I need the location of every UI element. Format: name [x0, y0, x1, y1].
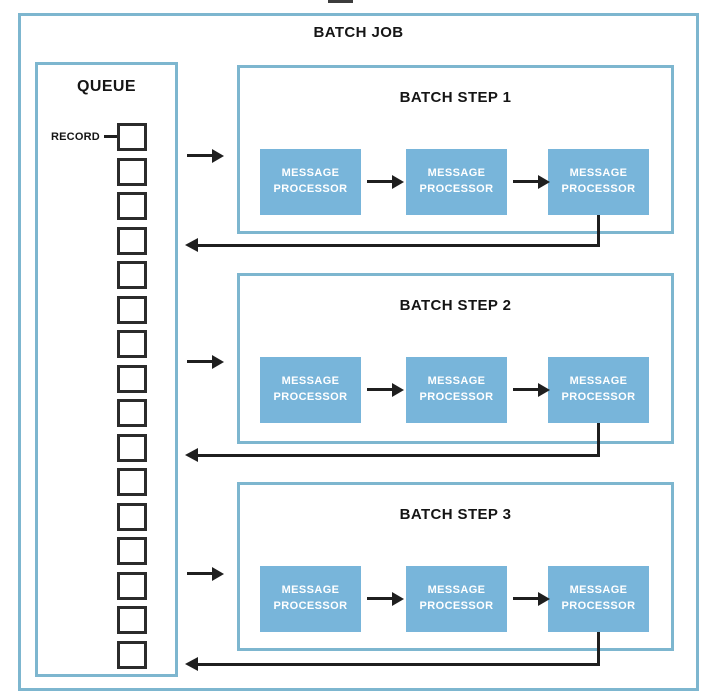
arrow-right-icon [392, 592, 404, 606]
step3-return-line [198, 663, 600, 666]
record-square [117, 123, 147, 151]
message-processor: MESSAGE PROCESSOR [548, 357, 649, 423]
batch-step-1-title: BATCH STEP 1 [399, 89, 512, 106]
record-square [117, 364, 147, 393]
queue-to-step2-arrow [187, 360, 213, 363]
message-processor: MESSAGE PROCESSOR [548, 149, 649, 215]
arrow-right-icon [392, 175, 404, 189]
arrow-right-icon [538, 592, 550, 606]
record-square [117, 468, 147, 496]
arrow-right-icon [212, 567, 224, 581]
arrow-right-icon [538, 383, 550, 397]
record-square [117, 606, 147, 634]
message-processor: MESSAGE PROCESSOR [260, 566, 361, 632]
batch-step-1-container: BATCH STEP 1 MESSAGE PROCESSOR MESSAGE P… [237, 65, 674, 234]
record-square [117, 537, 147, 565]
arrow-left-icon [185, 238, 198, 252]
record-square [117, 502, 147, 531]
crop-artifact-mark [328, 0, 353, 3]
batch-job-title: BATCH JOB [313, 24, 404, 41]
record-label: RECORD [51, 131, 100, 143]
record-square [117, 226, 147, 255]
message-processor: MESSAGE PROCESSOR [260, 149, 361, 215]
arrow-right-icon [538, 175, 550, 189]
arrow-right-icon [212, 149, 224, 163]
step1-return-line [198, 244, 600, 247]
processor-arrow [367, 180, 393, 183]
record-square [117, 295, 147, 324]
message-processor: MESSAGE PROCESSOR [406, 357, 507, 423]
record-square [117, 640, 147, 669]
record-pointer-line [104, 135, 117, 138]
queue-to-step3-arrow [187, 572, 213, 575]
step1-return-line [597, 215, 600, 247]
step2-return-line [597, 423, 600, 457]
queue-title: QUEUE [77, 78, 136, 95]
message-processor: MESSAGE PROCESSOR [406, 149, 507, 215]
step2-return-line [198, 454, 600, 457]
record-square [117, 157, 147, 186]
arrow-left-icon [185, 657, 198, 671]
processor-arrow [513, 388, 539, 391]
record-square [117, 433, 147, 462]
queue-container [35, 62, 178, 677]
record-square [117, 192, 147, 220]
batch-step-2-title: BATCH STEP 2 [399, 297, 512, 314]
record-square [117, 330, 147, 358]
queue-to-step1-arrow [187, 154, 213, 157]
processor-arrow [367, 388, 393, 391]
batch-step-3-container: BATCH STEP 3 MESSAGE PROCESSOR MESSAGE P… [237, 482, 674, 651]
message-processor: MESSAGE PROCESSOR [260, 357, 361, 423]
message-processor: MESSAGE PROCESSOR [548, 566, 649, 632]
record-square [117, 261, 147, 289]
processor-arrow [367, 597, 393, 600]
arrow-left-icon [185, 448, 198, 462]
arrow-right-icon [212, 355, 224, 369]
record-square [117, 399, 147, 427]
arrow-right-icon [392, 383, 404, 397]
processor-arrow [513, 180, 539, 183]
batch-job-container [18, 13, 699, 691]
batch-step-3-title: BATCH STEP 3 [399, 506, 512, 523]
message-processor: MESSAGE PROCESSOR [406, 566, 507, 632]
queue-records [117, 123, 147, 669]
record-square [117, 571, 147, 600]
processor-arrow [513, 597, 539, 600]
step3-return-line [597, 632, 600, 666]
batch-step-2-container: BATCH STEP 2 MESSAGE PROCESSOR MESSAGE P… [237, 273, 674, 444]
